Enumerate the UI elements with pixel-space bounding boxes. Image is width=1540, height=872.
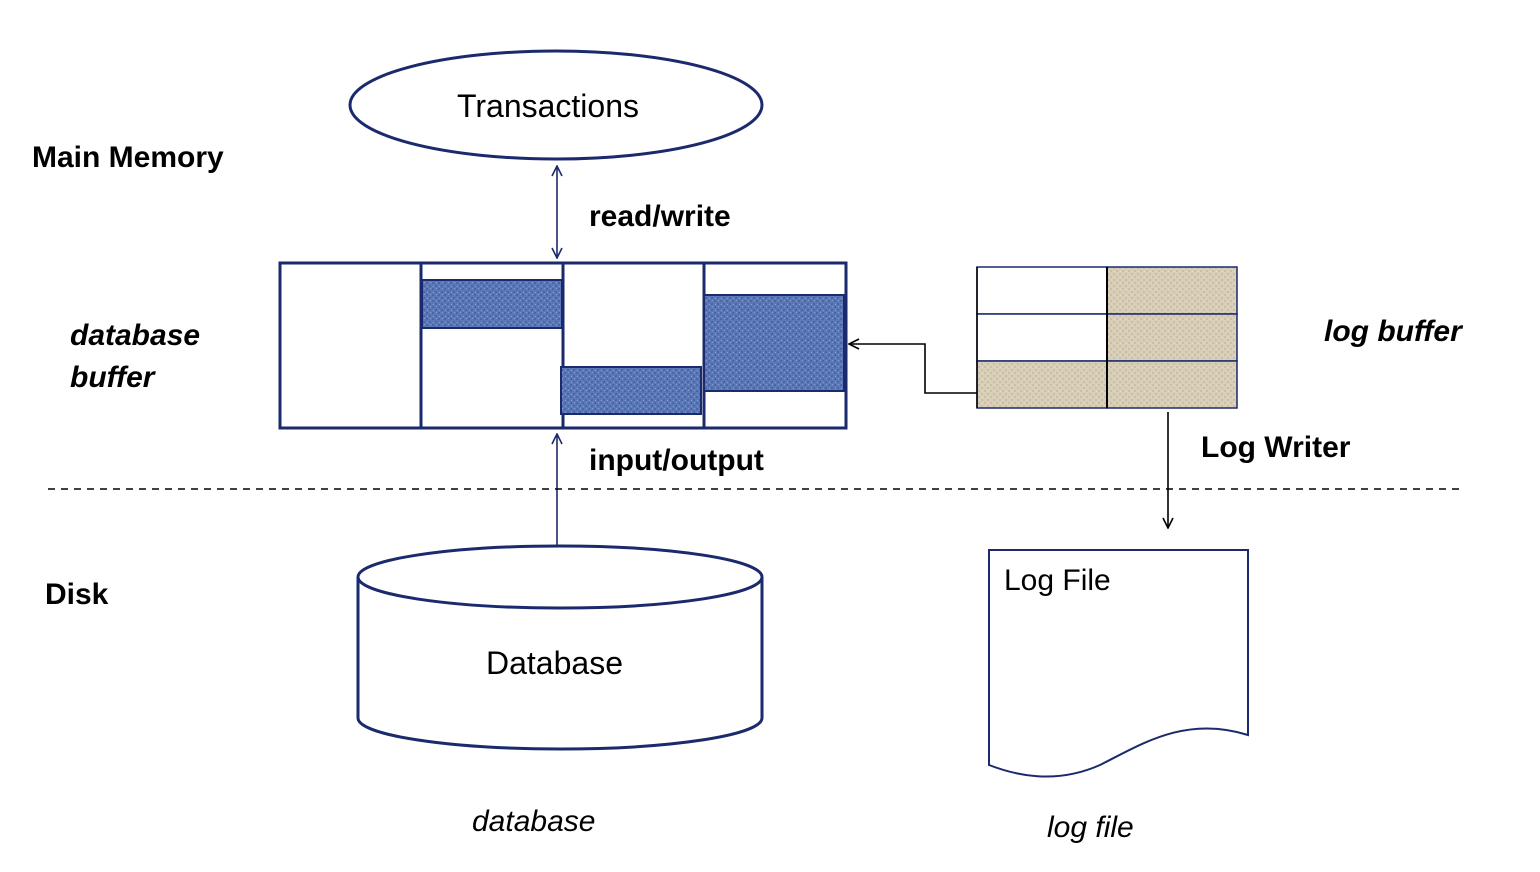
buffer-page-block <box>560 366 702 415</box>
database-caption: database <box>472 805 596 838</box>
log-cell-filled <box>1106 313 1238 362</box>
log-buffer <box>976 266 1238 409</box>
log-to-buffer-arrow <box>849 344 977 394</box>
database-cylinder <box>356 544 764 751</box>
disk-label: Disk <box>45 578 109 611</box>
buffer-page-block <box>421 279 563 329</box>
database-title: Database <box>486 645 623 681</box>
log-file-title: Log File <box>1004 564 1111 597</box>
database-buffer-label-line2: buffer <box>70 361 155 394</box>
log-cell <box>976 313 1108 362</box>
database-buffer <box>278 261 848 430</box>
log-cell-filled <box>1106 266 1238 315</box>
log-file-document <box>988 549 1249 778</box>
log-buffer-label: log buffer <box>1324 315 1462 348</box>
log-cell-filled <box>976 360 1108 409</box>
log-cell-filled <box>1106 360 1238 409</box>
read-write-label: read/write <box>589 200 731 233</box>
main-memory-label: Main Memory <box>32 141 224 174</box>
transactions-label: Transactions <box>457 88 639 124</box>
log-writer-label: Log Writer <box>1201 431 1351 464</box>
transactions-ellipse <box>348 49 764 161</box>
log-file-caption: log file <box>1047 811 1134 844</box>
log-cell <box>976 266 1108 315</box>
database-buffer-label-line1: database <box>70 319 201 352</box>
input-output-label: input/output <box>589 444 764 477</box>
buffer-page-block <box>703 294 845 392</box>
